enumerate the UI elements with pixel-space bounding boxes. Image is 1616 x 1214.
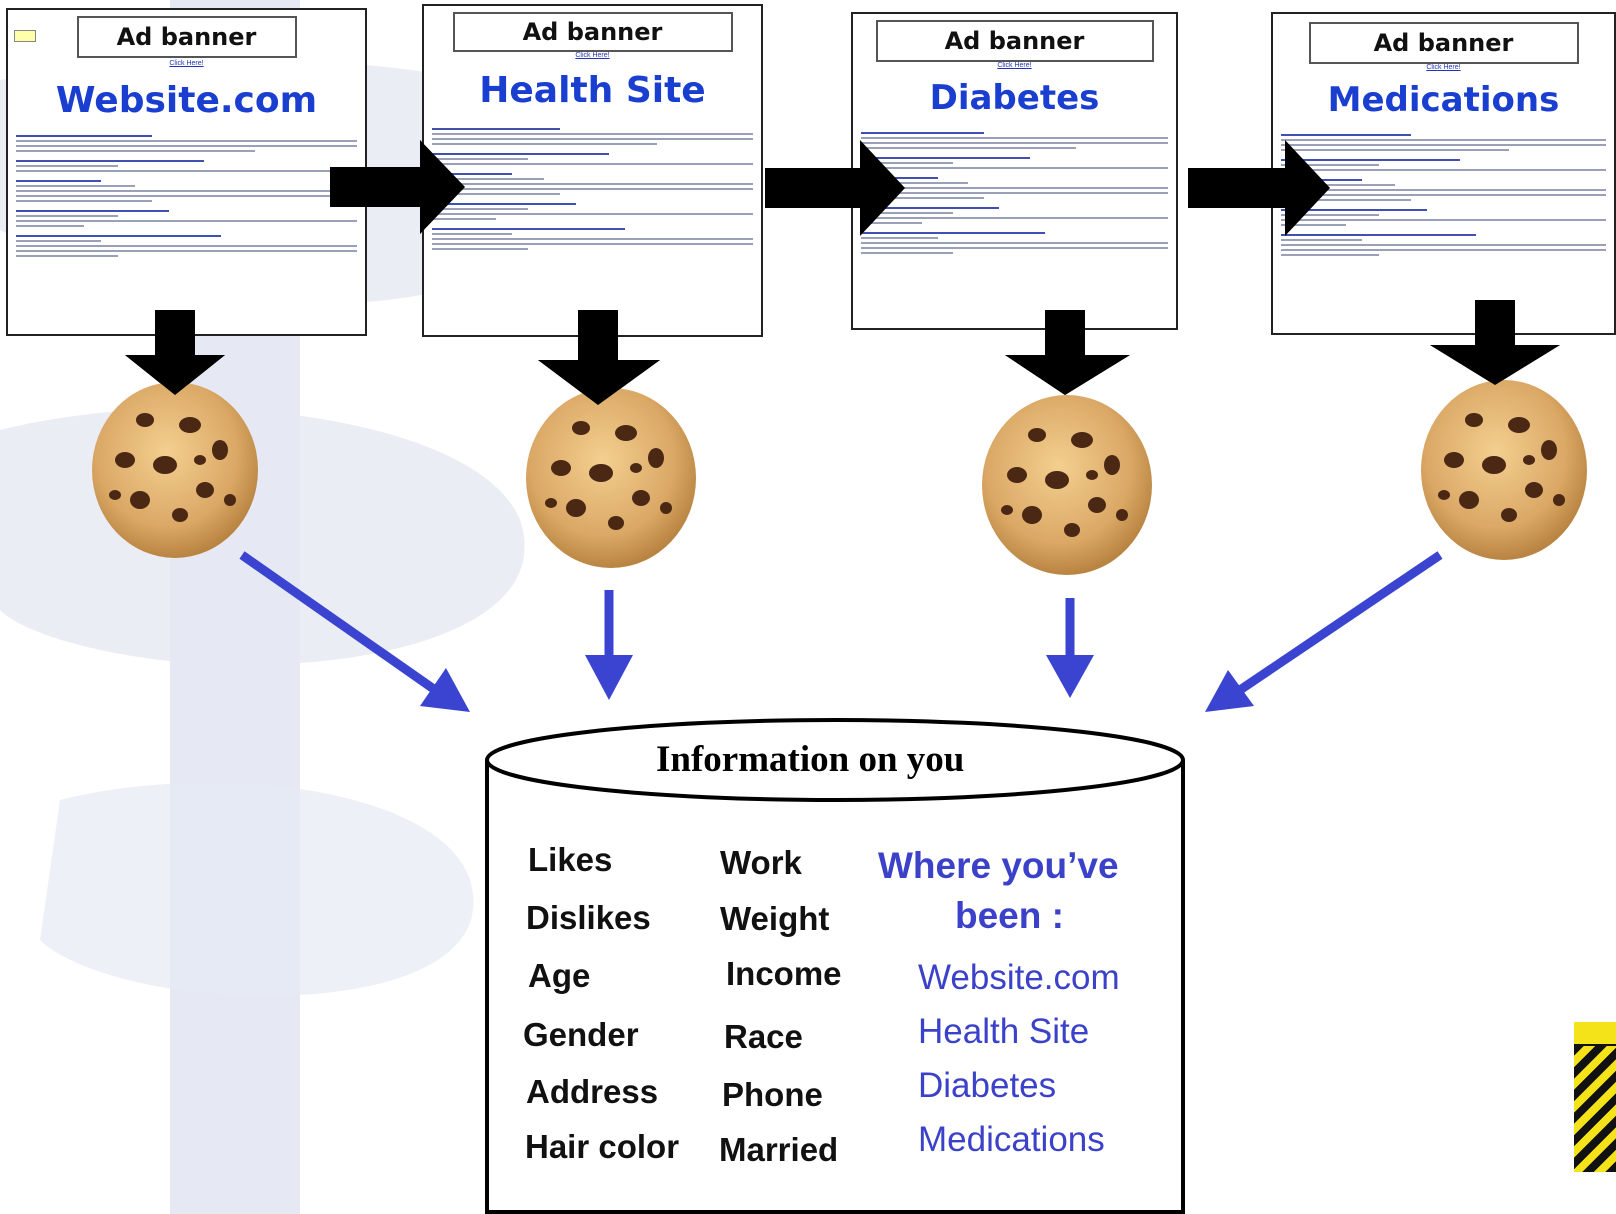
webpage-thumbnail-1: Ad banner Click Here! Website.com xyxy=(6,8,367,336)
visited-site: Medications xyxy=(918,1120,1105,1159)
info-address: Address xyxy=(526,1073,659,1110)
webpage-thumbnail-2: Ad banner Click Here! Health Site xyxy=(422,4,763,337)
click-here-link[interactable]: Click Here! xyxy=(997,62,1032,69)
search-result-text xyxy=(432,128,753,253)
info-dislikes: Dislikes xyxy=(526,899,651,936)
blue-arrows xyxy=(239,551,1443,712)
info-work: Work xyxy=(720,844,802,881)
info-hair-color: Hair color xyxy=(525,1128,680,1165)
cookie-icon xyxy=(1421,380,1587,560)
cookie-icon xyxy=(92,382,258,558)
info-race: Race xyxy=(724,1018,803,1055)
visited-site: Diabetes xyxy=(918,1066,1057,1105)
where-heading-line1: Where you’ve xyxy=(878,845,1119,886)
info-married: Married xyxy=(719,1131,839,1168)
webpage-thumbnail-3: Ad banner Click Here! Diabetes xyxy=(851,12,1178,330)
search-result-text xyxy=(861,132,1168,257)
site-title: Health Site xyxy=(479,70,706,111)
info-likes: Likes xyxy=(528,841,613,878)
cookie-icon xyxy=(982,395,1152,575)
blue-arrow-1 xyxy=(239,551,441,696)
info-gender: Gender xyxy=(523,1016,639,1053)
where-heading-line2: been : xyxy=(955,895,1064,936)
search-result-text xyxy=(1281,134,1606,259)
ad-banner: Ad banner xyxy=(76,16,297,58)
site-title: Medications xyxy=(1327,80,1560,120)
info-weight: Weight xyxy=(720,900,830,937)
ad-banner: Ad banner xyxy=(875,20,1154,62)
visited-site: Website.com xyxy=(918,958,1120,997)
database-title: Information on you xyxy=(656,739,965,780)
webpage-thumbnail-4: Ad banner Click Here! Medications xyxy=(1271,12,1616,335)
site-title: Website.com xyxy=(55,80,318,121)
cookie-icon xyxy=(526,388,696,568)
click-here-link[interactable]: Click Here! xyxy=(169,60,204,67)
ad-banner: Ad banner xyxy=(452,12,733,52)
info-age: Age xyxy=(528,957,591,994)
click-here-link[interactable]: Click Here! xyxy=(575,52,610,59)
caution-tape-icon xyxy=(1574,1022,1616,1172)
search-result-text xyxy=(16,135,357,260)
database-cylinder xyxy=(485,718,1185,1214)
info-income: Income xyxy=(726,955,842,992)
blue-arrow-4 xyxy=(1237,551,1443,694)
site-title: Diabetes xyxy=(929,78,1100,118)
info-phone: Phone xyxy=(722,1076,823,1113)
badge-icon xyxy=(14,30,36,42)
click-here-link[interactable]: Click Here! xyxy=(1426,64,1461,71)
visited-site: Health Site xyxy=(918,1012,1090,1051)
ad-banner: Ad banner xyxy=(1308,22,1579,64)
